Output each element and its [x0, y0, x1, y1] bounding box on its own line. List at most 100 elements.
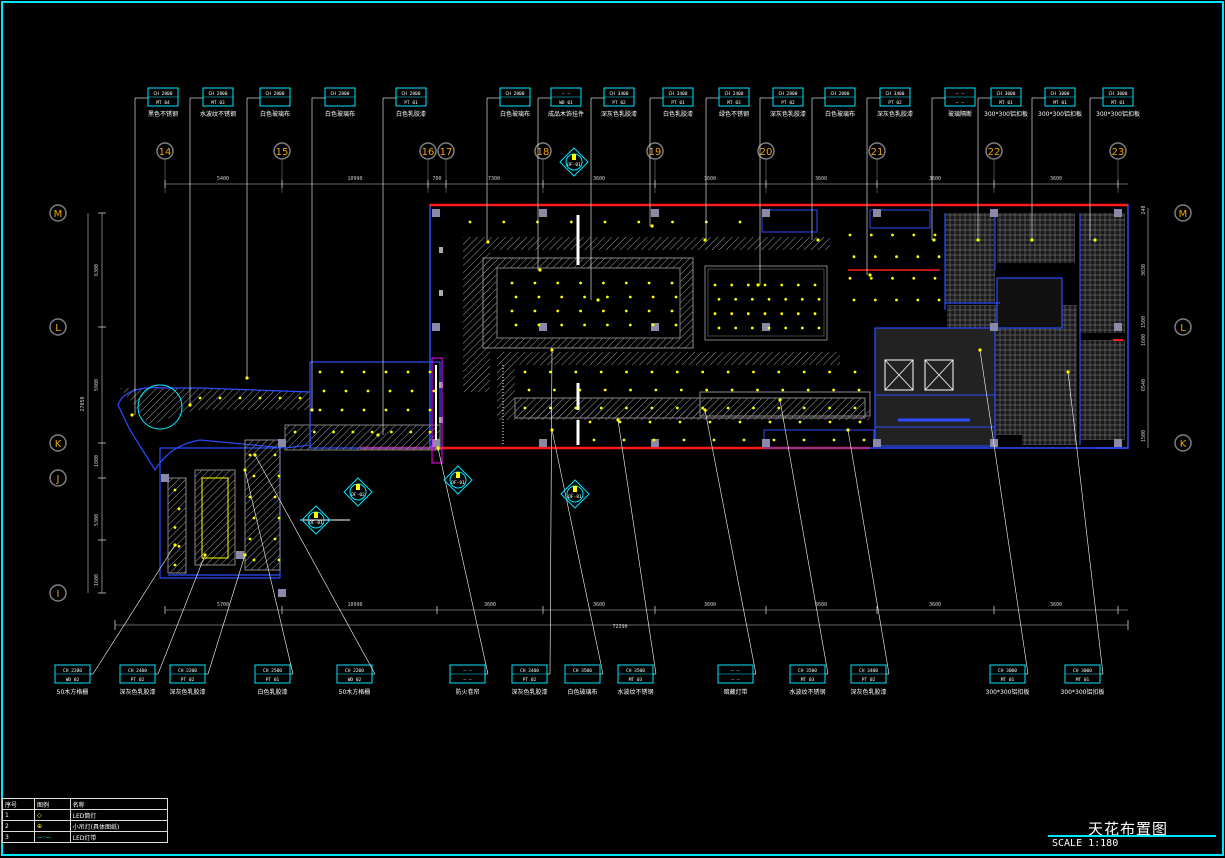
tag-code: CH 3000: [1051, 91, 1070, 97]
grid-bubble-16: [419, 142, 437, 160]
bottom-dimension-value: 10990: [347, 602, 362, 608]
downlight-icon: [675, 406, 679, 410]
column: [278, 439, 286, 447]
downlight-icon: [177, 544, 181, 548]
leader-dot: [596, 298, 600, 302]
grid-label-col: 16: [422, 147, 435, 158]
tag-code: CH 3400: [669, 91, 688, 97]
downlight-icon: [390, 430, 393, 434]
downlight-icon: [629, 388, 632, 392]
downlight-icon: [579, 281, 582, 285]
tag-code: CH 2800: [779, 91, 798, 97]
lower-right-band: [244, 439, 281, 571]
downlight-icon: [527, 388, 531, 392]
grid-bubble-19: [646, 142, 664, 160]
column: [539, 439, 547, 447]
lower-center-band: [194, 469, 236, 566]
tag-code: CH 3000: [1109, 91, 1128, 97]
tag-description: 白色玻璃布: [500, 110, 530, 118]
downlight-icon: [800, 326, 804, 330]
tag-description: 白色玻璃布: [825, 110, 855, 118]
bottom-total-value: 72390: [612, 624, 627, 630]
leader-dot: [376, 433, 380, 437]
downlight-icon: [912, 276, 916, 280]
leader-dot: [130, 413, 134, 417]
tag-material: MT 04: [156, 100, 170, 106]
leader-dot: [173, 543, 177, 547]
grid-label-col: 19: [649, 147, 662, 158]
bottom-dimension-value: 3600: [484, 602, 496, 608]
drawing-scale: SCALE 1:180: [1052, 838, 1119, 849]
leader-dot: [1030, 238, 1034, 242]
left-dimension-value: 1800: [94, 455, 100, 467]
downlight-icon: [428, 370, 432, 374]
tag-material: PT 02: [181, 677, 195, 683]
downlight-icon: [648, 420, 652, 424]
downlight-icon: [652, 438, 656, 442]
bottom-dimension-value: 3600: [929, 602, 941, 608]
tag-description: 深灰色乳胶漆: [511, 688, 547, 696]
lower-center-inner: [201, 477, 229, 559]
tag-description: 成品木饰挂件: [548, 110, 584, 118]
leader-dot: [816, 238, 820, 242]
legend-header-no: 序号: [1, 798, 36, 810]
leader-dot: [703, 408, 707, 412]
right-dimension-value: 6540: [1141, 379, 1147, 391]
bottom-dimension-value: 3600: [593, 602, 605, 608]
downlight-icon: [730, 312, 734, 316]
tag-description: 深灰色乳胶漆: [119, 688, 155, 696]
tag-description: 50木方格栅: [57, 688, 89, 696]
tag-leader: [979, 349, 1029, 675]
downlight-icon: [362, 408, 366, 412]
tag-material: WD 02: [66, 677, 80, 683]
grid-bubble-14: [156, 142, 174, 160]
downlight-icon: [784, 297, 788, 301]
entrance-outline: [117, 387, 311, 472]
leader-dot: [243, 553, 247, 557]
tag-description: 300*300铝扣板: [1061, 688, 1105, 696]
downlight-icon: [750, 297, 754, 301]
downlight-icon: [344, 389, 348, 393]
leader-dot: [650, 224, 654, 228]
column: [432, 209, 440, 217]
leader-dot: [1066, 370, 1070, 374]
downlight-icon: [800, 297, 804, 301]
downlight-icon: [869, 233, 873, 237]
downlight-icon: [533, 281, 537, 285]
downlight-icon: [796, 283, 800, 287]
downlight-icon: [273, 495, 277, 499]
grid-label-col: 14: [159, 147, 172, 158]
tag-code: CH 3000: [997, 91, 1016, 97]
downlight-icon: [637, 220, 641, 224]
section-mark-icon: [443, 465, 473, 495]
column: [762, 323, 770, 331]
downlight-icon: [798, 420, 802, 424]
column: [990, 209, 998, 217]
tag-leader: [1067, 371, 1104, 675]
grid-label-row: K: [55, 439, 62, 450]
grid-bubble-17: [437, 142, 455, 160]
downlight-icon: [428, 430, 432, 434]
section-mark-icon: [301, 505, 331, 535]
tag-code: — —: [463, 669, 471, 674]
tag-leader: [549, 349, 553, 675]
column: [651, 323, 659, 331]
downlight-icon: [560, 323, 564, 327]
downlight-icon: [273, 453, 277, 457]
lower-beam-frame: [699, 391, 871, 417]
top-dimension-value: 3600: [1050, 176, 1062, 182]
right-dimension-value: 1600: [1141, 334, 1147, 346]
legend-row: 3 —·— LED灯带: [1, 831, 169, 843]
legend-no: 3: [1, 831, 36, 843]
entrance-hatch: [120, 388, 310, 425]
downlight-icon: [717, 297, 721, 301]
downlight-icon: [763, 283, 767, 287]
downlight-icon: [599, 370, 603, 374]
downlight-icon: [252, 474, 256, 478]
downlight-icon: [777, 370, 781, 374]
title-underline: [1048, 835, 1216, 837]
section-mark-flag: [356, 484, 360, 490]
downlight-icon: [746, 312, 750, 316]
elevator-car-2: [924, 359, 954, 391]
elevator-lobby: [874, 394, 996, 428]
